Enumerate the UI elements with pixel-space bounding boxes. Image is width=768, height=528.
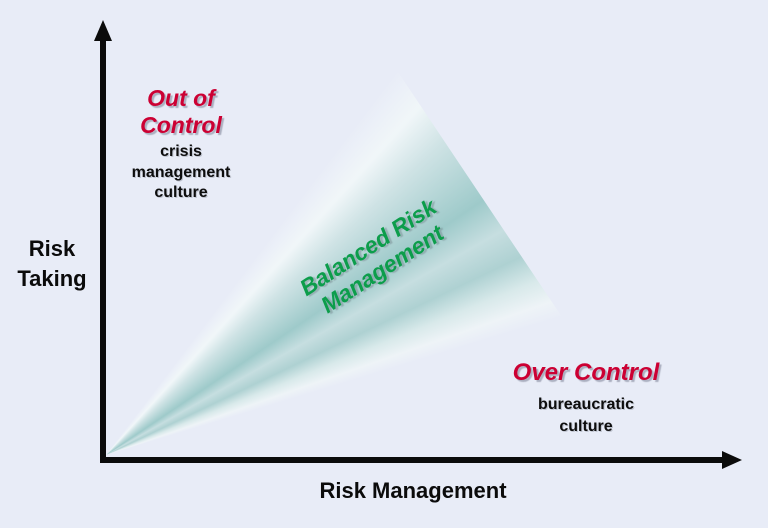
y-axis-arrow-icon <box>94 20 112 41</box>
out-of-control-title: Out of Control <box>140 85 222 138</box>
x-axis-label: Risk Management <box>319 478 507 503</box>
x-axis-arrow-icon <box>722 451 742 469</box>
y-axis-line <box>100 28 106 462</box>
x-axis-line <box>100 457 722 463</box>
y-axis-label: Risk Taking <box>17 236 87 291</box>
over-control-subtitle: bureaucratic culture <box>537 396 635 435</box>
zone-over-control: Over Control bureaucratic culture <box>498 360 674 437</box>
out-of-control-subtitle: crisis management culture <box>131 143 231 201</box>
over-control-title: Over Control <box>512 359 660 386</box>
zone-out-of-control: Out of Control crisis management culture <box>106 85 256 204</box>
